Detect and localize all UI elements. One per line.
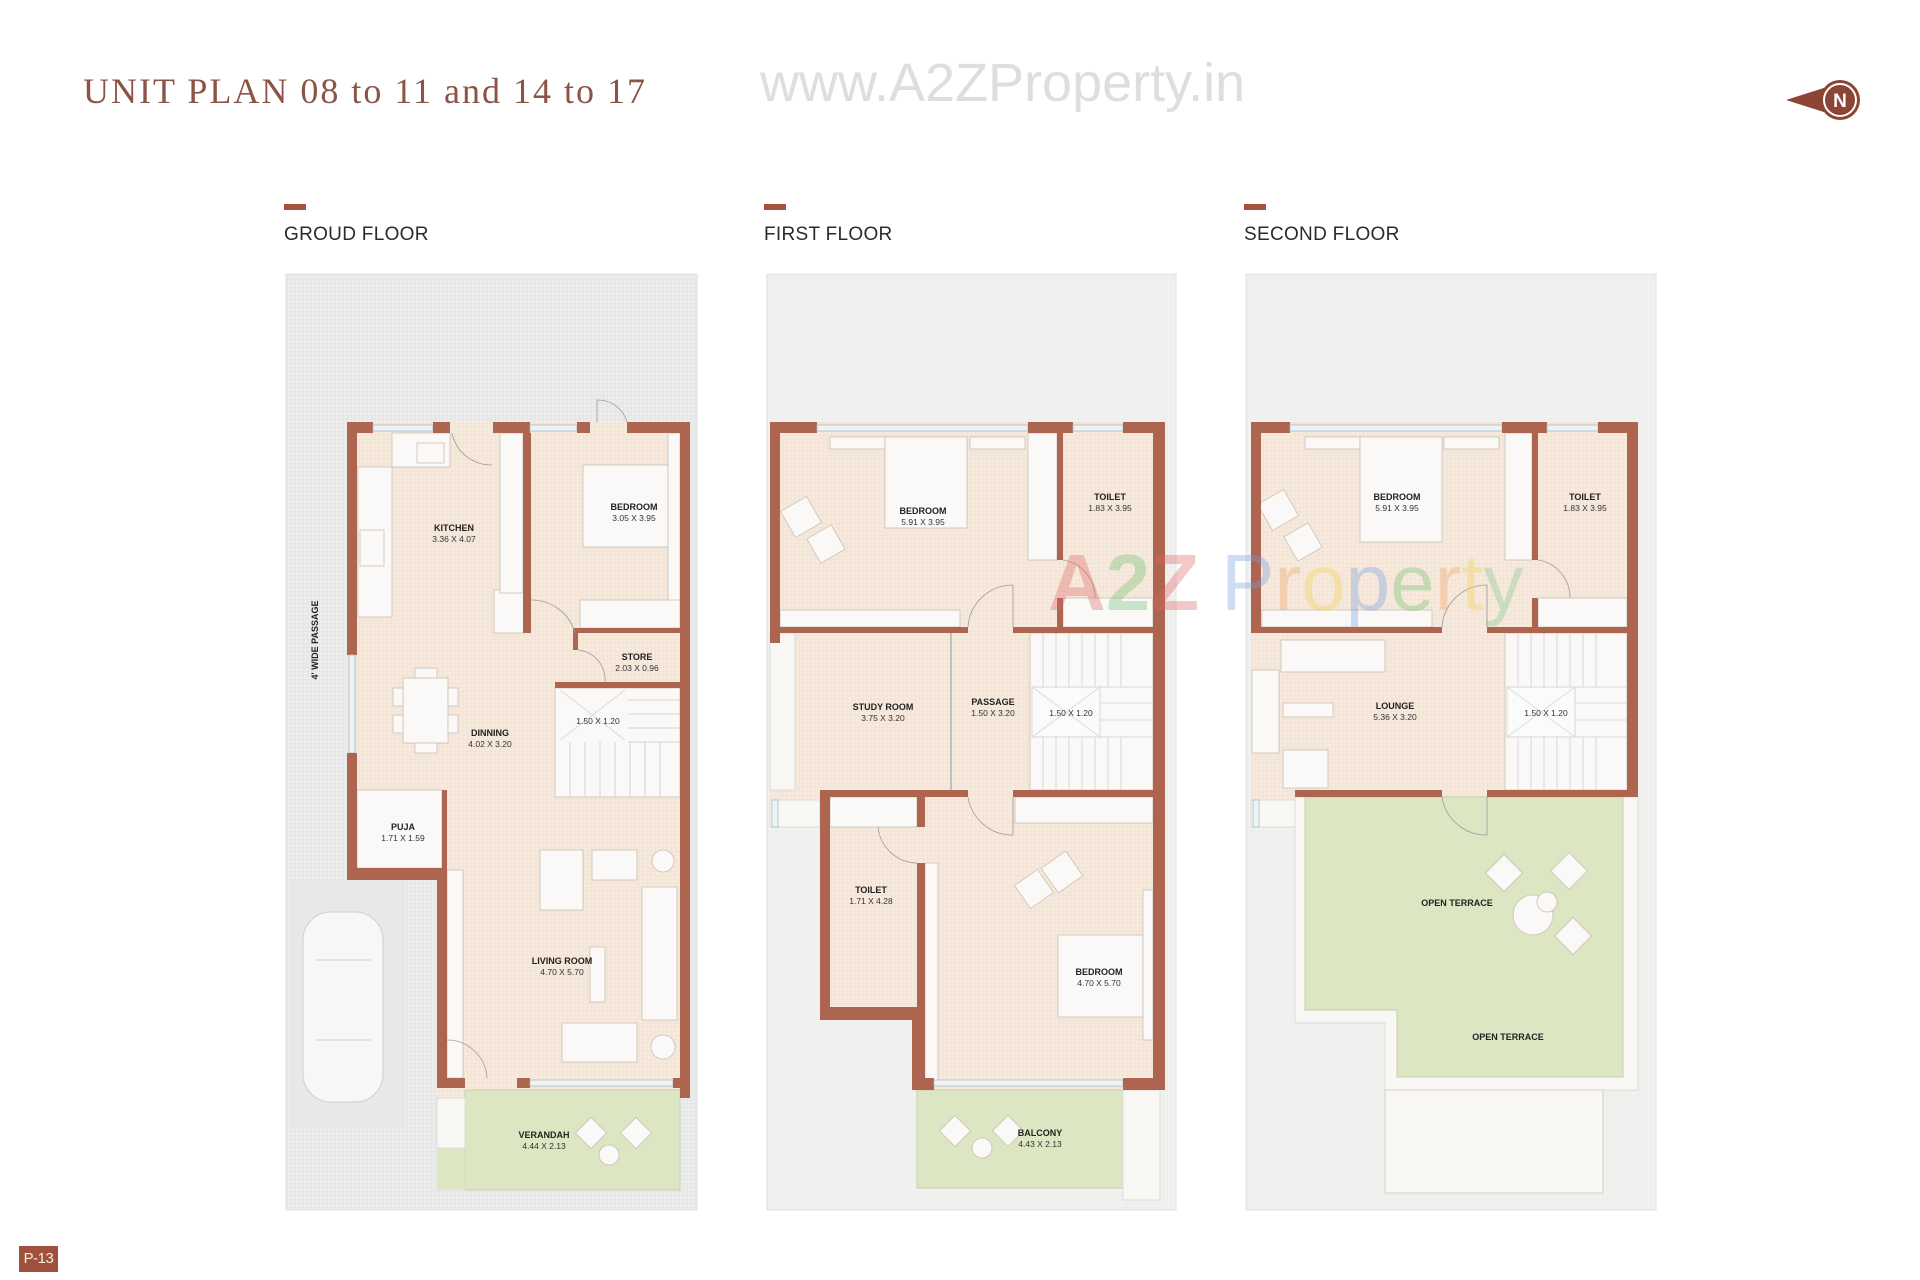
verandah-area [464, 1089, 681, 1191]
first-floor-plan: BEDROOM 5.91 X 3.95 TOILET 1.83 X 3.95 S… [766, 273, 1177, 1211]
side-label: 4' WIDE PASSAGE [310, 601, 320, 680]
page-title: UNIT PLAN 08 to 11 and 14 to 17 [83, 71, 647, 111]
room-name-balcony: BALCONY [1018, 1128, 1063, 1138]
floor-label: FIRST FLOOR [764, 224, 893, 245]
room-dim: 4.02 X 3.20 [468, 739, 512, 749]
room-name-toilet: TOILET [855, 885, 887, 895]
staircase [1029, 632, 1154, 791]
room-dim: 5.91 X 3.95 [1375, 503, 1419, 513]
stair-dim: 1.50 X 1.20 [1524, 708, 1568, 718]
armchair-icon [591, 849, 638, 881]
room-name-bedroom: BEDROOM [611, 502, 658, 512]
accent-bar [1244, 204, 1266, 210]
staircase [554, 687, 681, 798]
room-name-passage: PASSAGE [971, 697, 1014, 707]
watermark-url: www.A2ZProperty.in [760, 53, 1246, 113]
floor-label: SECOND FLOOR [1244, 224, 1400, 245]
bed-icon [1057, 934, 1144, 1018]
room-name-study-room: STUDY ROOM [853, 702, 914, 712]
room-name-living-room: LIVING ROOM [532, 956, 593, 966]
room-name-bedroom: BEDROOM [1076, 967, 1123, 977]
ground-floor-heading: GROUD FLOOR [284, 204, 429, 246]
bed-icon [582, 464, 669, 548]
room-dim: 4.43 X 2.13 [1018, 1139, 1062, 1149]
accent-bar [284, 204, 306, 210]
accent-bar [764, 204, 786, 210]
car-icon [302, 911, 384, 1103]
room-name-bedroom: BEDROOM [900, 506, 947, 516]
room-dim: 3.05 X 3.95 [612, 513, 656, 523]
room-name-dinning: DINNING [471, 728, 509, 738]
first-floor-heading: FIRST FLOOR [764, 204, 893, 246]
room-dim: 3.75 X 3.20 [861, 713, 905, 723]
ground-floor-plan: 4' WIDE PASSAGE KITCHEN 3.36 X 4.07 BEDR… [285, 273, 698, 1211]
room-dim: 1.50 X 3.20 [971, 708, 1015, 718]
room-name-bedroom: BEDROOM [1374, 492, 1421, 502]
room-dim: 1.71 X 4.28 [849, 896, 893, 906]
room-dim: 1.71 X 1.59 [381, 833, 425, 843]
second-floor-plan: BEDROOM 5.91 X 3.95 TOILET 1.83 X 3.95 L… [1245, 273, 1657, 1211]
sofa-icon [561, 1022, 638, 1063]
room-dim: 4.70 X 5.70 [1077, 978, 1121, 988]
room-name-toilet: TOILET [1569, 492, 1601, 502]
room-dim: 2.03 X 0.96 [615, 663, 659, 673]
room-name-lounge: LOUNGE [1376, 701, 1415, 711]
room-dim: 4.70 X 5.70 [540, 967, 584, 977]
dining-table-icon [402, 677, 449, 744]
room-dim: 4.44 X 2.13 [522, 1141, 566, 1151]
room-name-kitchen: KITCHEN [434, 523, 474, 533]
room-name-open-terrace: OPEN TERRACE [1472, 1032, 1544, 1042]
room-name-store: STORE [622, 652, 653, 662]
sofa-icon [1280, 639, 1386, 673]
room-name-open-terrace: OPEN TERRACE [1421, 898, 1493, 908]
room-dim: 5.91 X 3.95 [901, 517, 945, 527]
floor-label: GROUD FLOOR [284, 224, 429, 245]
room-dim: 1.83 X 3.95 [1088, 503, 1132, 513]
room-name-puja: PUJA [391, 822, 416, 832]
room-name-verandah: VERANDAH [518, 1130, 569, 1140]
room-dim: 1.83 X 3.95 [1563, 503, 1607, 513]
room-dim: 3.36 X 4.07 [432, 534, 476, 544]
svg-text:A2ZProperty: A2ZProperty [1048, 538, 1524, 627]
second-floor-heading: SECOND FLOOR [1244, 204, 1400, 246]
armchair-icon [539, 849, 584, 911]
north-arrow-icon: N [1786, 80, 1860, 120]
page-number-badge: P-13 [19, 1246, 58, 1272]
sofa-icon [1251, 669, 1280, 754]
bed-icon [884, 436, 968, 529]
sofa-icon [641, 886, 678, 1021]
compass-label: N [1833, 91, 1847, 112]
stair-dim: 1.50 X 1.20 [1049, 708, 1093, 718]
stair-dim: 1.50 X 1.20 [576, 716, 620, 726]
room-dim: 5.36 X 3.20 [1373, 712, 1417, 722]
room-name-toilet: TOILET [1094, 492, 1126, 502]
bed-icon [1359, 436, 1443, 543]
